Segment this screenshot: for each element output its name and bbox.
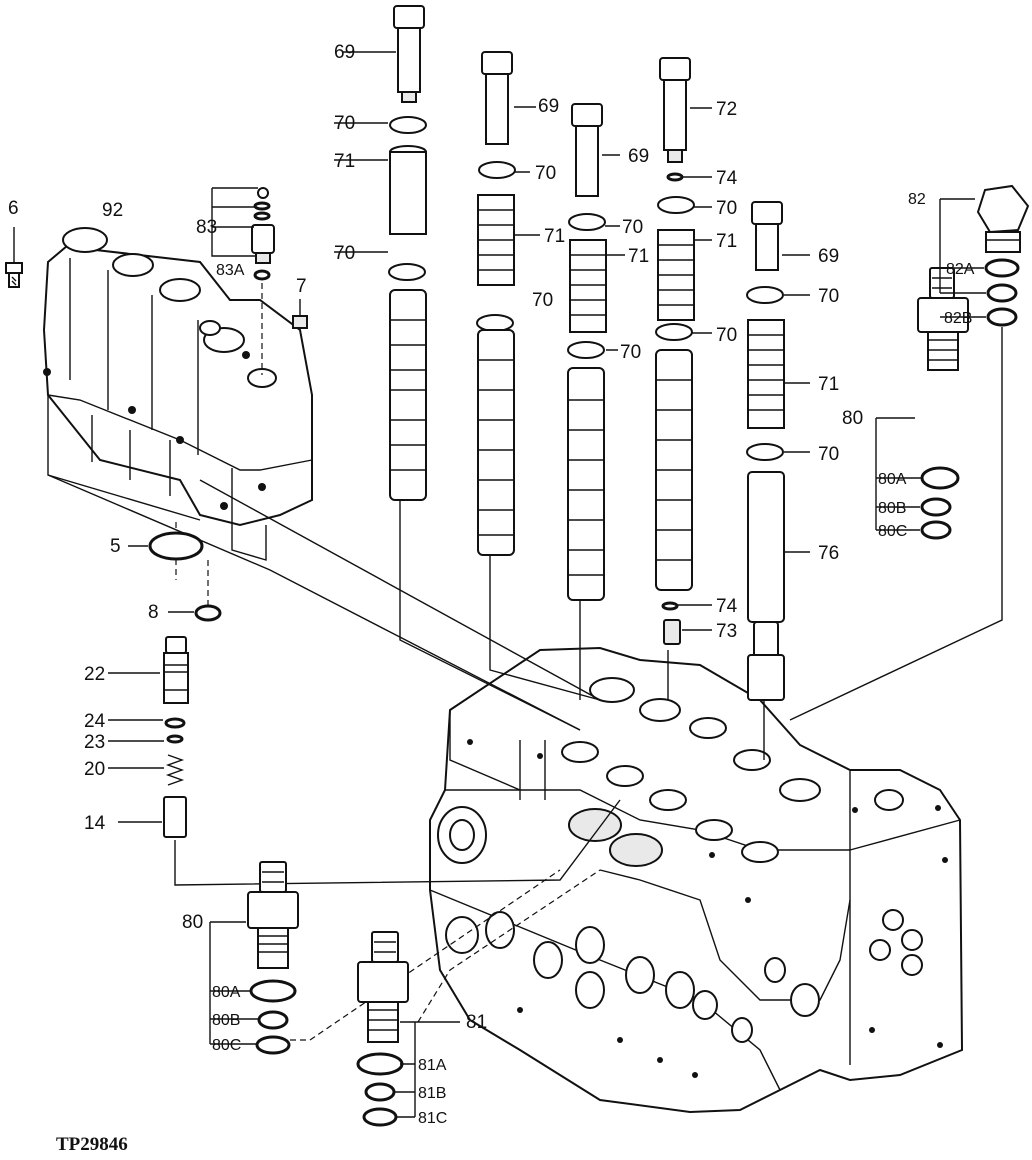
callout-70b: 70 xyxy=(334,243,355,264)
plug-7 xyxy=(292,299,308,329)
callout-81C: 81C xyxy=(418,1110,447,1127)
o-ring-8 xyxy=(168,560,222,622)
relief-valve-81 xyxy=(356,869,601,1127)
callout-80-right: 80 xyxy=(842,408,863,429)
callout-81B: 81B xyxy=(418,1085,446,1102)
relief-valve-83 xyxy=(211,187,275,375)
callout-8: 8 xyxy=(148,602,159,623)
callout-92: 92 xyxy=(102,200,123,221)
callout-70j: 70 xyxy=(818,444,839,465)
spool-stack-3 xyxy=(567,103,625,700)
callout-6: 6 xyxy=(8,198,19,219)
callout-74a: 74 xyxy=(716,168,738,189)
callout-71d: 71 xyxy=(716,231,737,252)
callout-80-left: 80 xyxy=(182,912,203,933)
callout-83A: 83A xyxy=(216,262,245,279)
callout-69d: 69 xyxy=(818,246,839,267)
callout-69b: 69 xyxy=(538,96,559,117)
spool-stack-4 xyxy=(655,57,712,700)
callout-70i: 70 xyxy=(818,286,839,307)
callout-69c: 69 xyxy=(628,146,649,167)
callout-80A-right: 80A xyxy=(878,471,907,488)
callout-71a: 71 xyxy=(334,151,355,172)
callout-labels: 69 70 71 70 69 70 71 70 69 70 71 70 72 7… xyxy=(8,42,975,1155)
relief-valve-80-left xyxy=(209,861,561,1055)
callout-71c: 71 xyxy=(628,246,649,267)
callout-22: 22 xyxy=(84,664,105,685)
callout-24: 24 xyxy=(84,711,106,732)
callout-14: 14 xyxy=(84,813,106,834)
callout-80A-left: 80A xyxy=(212,984,241,1001)
callout-73: 73 xyxy=(716,621,737,642)
valve-cover xyxy=(42,227,313,527)
relief-valve-80-right xyxy=(875,267,969,540)
relief-stack-left xyxy=(108,636,621,886)
callout-70g: 70 xyxy=(716,198,737,219)
callout-80C-right: 80C xyxy=(878,523,907,540)
callout-82A: 82A xyxy=(946,261,975,278)
callout-72: 72 xyxy=(716,99,737,120)
callout-70d: 70 xyxy=(532,290,553,311)
callout-70c: 70 xyxy=(535,163,556,184)
control-valve-body xyxy=(429,646,964,1114)
o-ring-5 xyxy=(128,522,204,580)
callout-76: 76 xyxy=(818,543,839,564)
callout-5: 5 xyxy=(110,536,121,557)
callout-80B-right: 80B xyxy=(878,500,906,517)
callout-69a: 69 xyxy=(334,42,355,63)
callout-70e: 70 xyxy=(622,217,643,238)
callout-82B: 82B xyxy=(944,310,972,327)
callout-20: 20 xyxy=(84,759,105,780)
callout-7: 7 xyxy=(296,276,307,297)
callout-70h: 70 xyxy=(716,325,737,346)
callout-80C-left: 80C xyxy=(212,1037,241,1054)
spool-stack-1 xyxy=(334,5,581,731)
spool-stack-2 xyxy=(476,51,601,701)
reference-code: TP29846 xyxy=(56,1134,128,1155)
callout-74b: 74 xyxy=(716,596,738,617)
callout-70a: 70 xyxy=(334,113,355,134)
callout-80B-left: 80B xyxy=(212,1012,240,1029)
callout-81A: 81A xyxy=(418,1057,447,1074)
callout-71b: 71 xyxy=(544,226,565,247)
callout-23: 23 xyxy=(84,732,105,753)
bolt-6 xyxy=(5,227,23,288)
spool-stack-5 xyxy=(746,201,810,760)
callout-71e: 71 xyxy=(818,374,839,395)
plug-82 xyxy=(789,184,1030,721)
callout-82: 82 xyxy=(908,191,926,208)
callout-70f: 70 xyxy=(620,342,641,363)
callout-83: 83 xyxy=(196,217,217,238)
callout-81: 81 xyxy=(466,1012,487,1033)
